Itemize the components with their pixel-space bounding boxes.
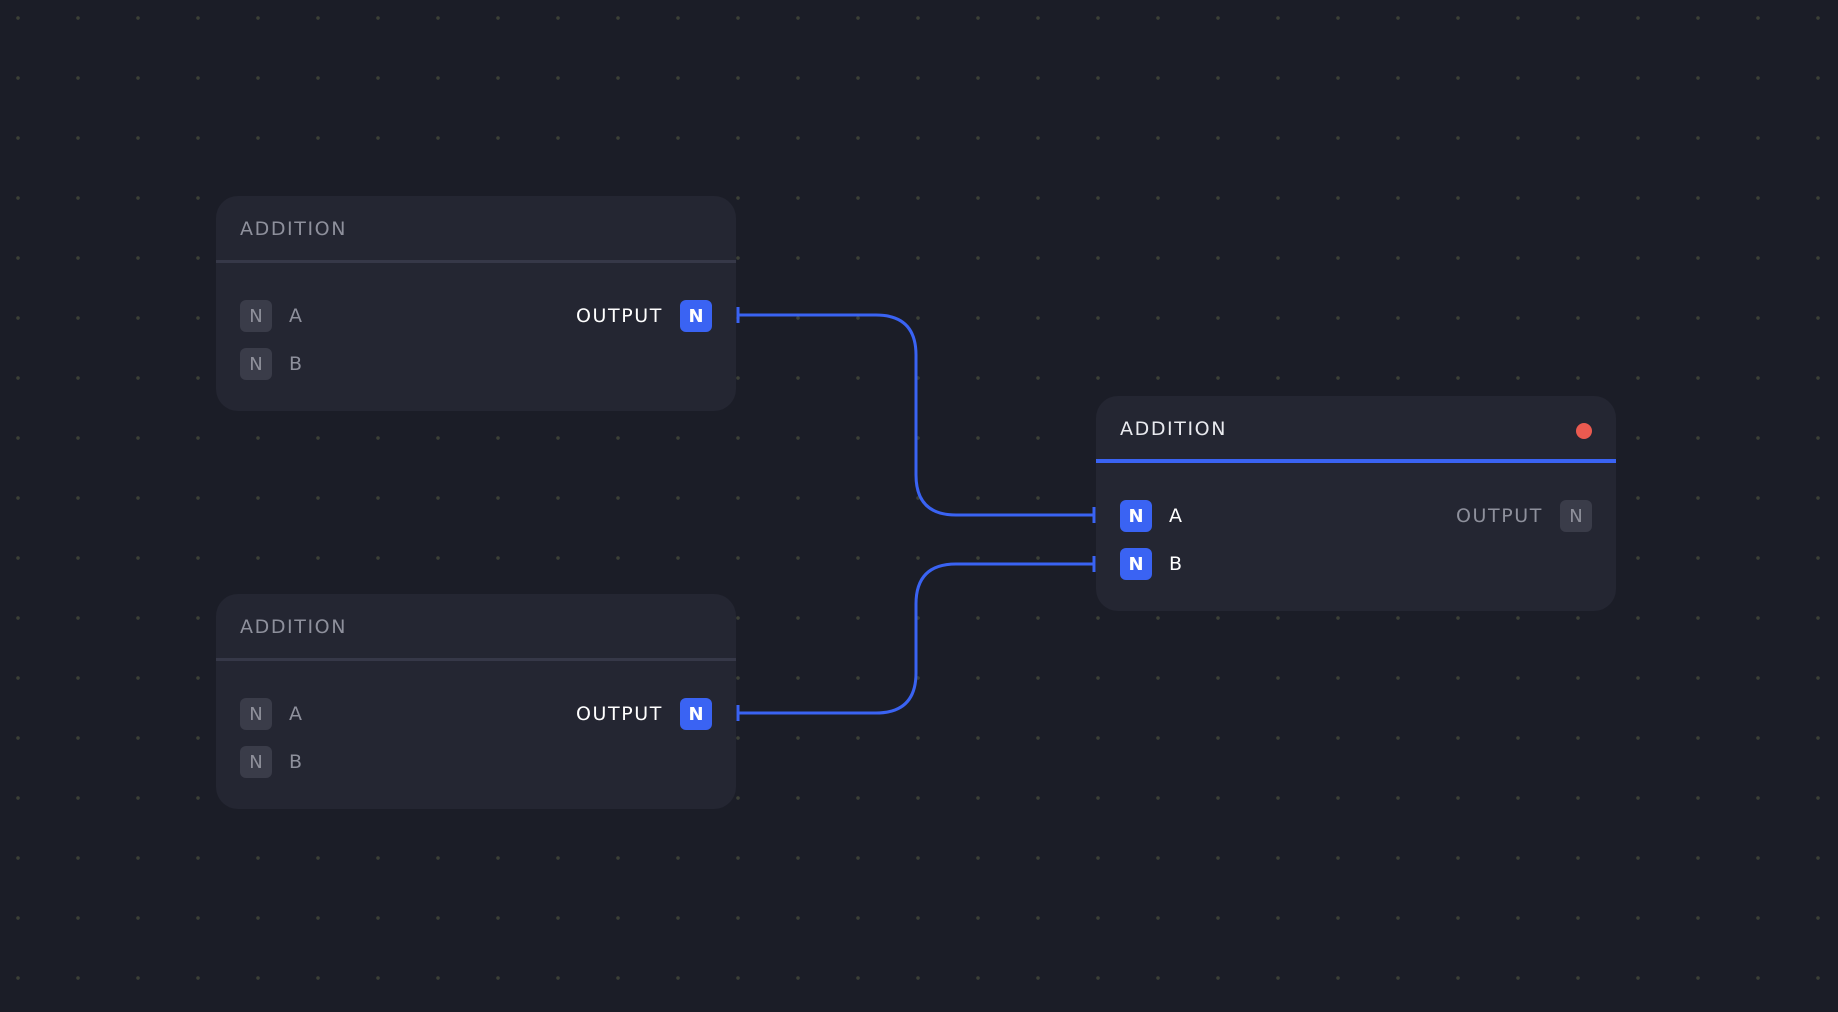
output-label: OUTPUT [575,703,663,725]
input-label: A [289,703,304,725]
input-port-a[interactable]: N A [240,300,304,332]
input-port-b[interactable]: N B [240,348,304,380]
input-label: B [289,353,304,375]
addition-node-selected[interactable]: ADDITION N A N B OUTPUT N [1096,396,1616,611]
error-status-dot [1576,423,1592,439]
input-port-b[interactable]: N B [1120,548,1184,580]
node-title: ADDITION [240,218,348,240]
input-label: A [1169,505,1184,527]
number-type-badge[interactable]: N [1120,548,1152,580]
input-port-a[interactable]: N A [240,698,304,730]
addition-node[interactable]: ADDITION N A N B OUTPUT N [216,196,736,411]
input-label: B [1169,553,1184,575]
number-type-badge[interactable]: N [240,348,272,380]
input-port-a[interactable]: N A [1120,500,1184,532]
output-port[interactable]: OUTPUT N [576,300,712,332]
input-label: A [289,305,304,327]
input-label: B [289,751,304,773]
number-type-badge[interactable]: N [680,300,712,332]
node-title: ADDITION [240,616,348,638]
connection-node1-output-to-node3-a[interactable] [738,313,1094,517]
node-title: ADDITION [1120,418,1228,440]
output-port[interactable]: OUTPUT N [576,698,712,730]
addition-node[interactable]: ADDITION N A N B OUTPUT N [216,594,736,809]
node-header[interactable]: ADDITION [216,594,736,661]
connection-node2-output-to-node3-b[interactable] [738,562,1094,715]
number-type-badge[interactable]: N [680,698,712,730]
node-header[interactable]: ADDITION [1096,396,1616,463]
input-port-b[interactable]: N B [240,746,304,778]
output-label: OUTPUT [1455,505,1543,527]
number-type-badge[interactable]: N [1120,500,1152,532]
node-header[interactable]: ADDITION [216,196,736,263]
output-label: OUTPUT [575,305,663,327]
number-type-badge[interactable]: N [1560,500,1592,532]
output-port[interactable]: OUTPUT N [1456,500,1592,532]
number-type-badge[interactable]: N [240,300,272,332]
number-type-badge[interactable]: N [240,746,272,778]
number-type-badge[interactable]: N [240,698,272,730]
